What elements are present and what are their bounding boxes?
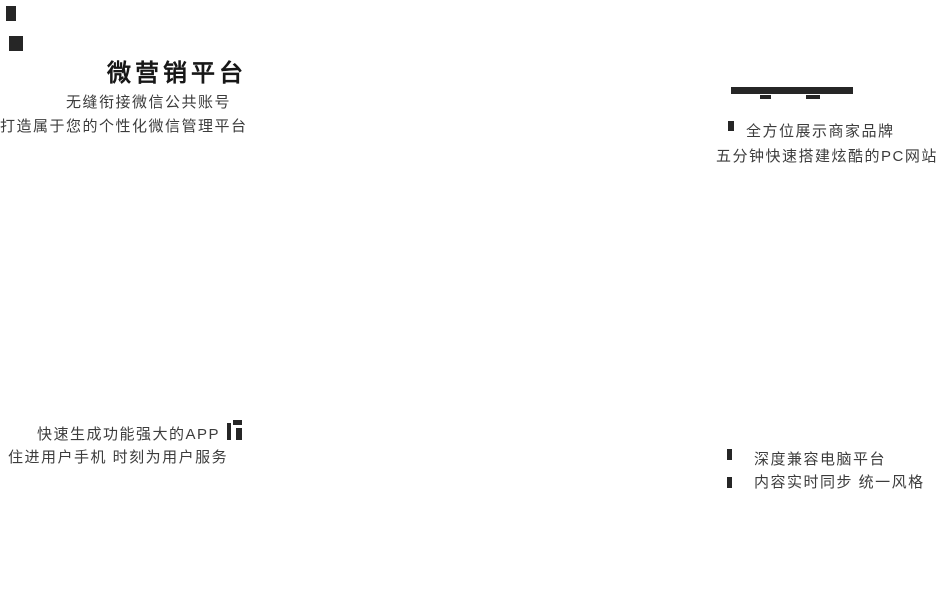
clipped-glyph-fragment (227, 423, 231, 440)
pc-title-clipped-fragment (806, 95, 820, 99)
clipped-glyph-fragment (728, 121, 734, 131)
app-feature-desc-2: 住进用户手机 时刻为用户服务 (8, 449, 229, 466)
clipped-glyph-fragment (236, 428, 242, 440)
clipped-glyph-fragment (9, 36, 23, 51)
wechat-feature-desc-1: 无缝衔接微信公共账号 (66, 94, 232, 111)
clipped-glyph-fragment (727, 449, 732, 460)
pc-website-desc-1: 全方位展示商家品牌 (746, 123, 895, 140)
desktop-feature-desc-1: 深度兼容电脑平台 (754, 451, 887, 468)
pc-title-clipped-fragment (731, 87, 853, 94)
clipped-glyph-fragment (6, 6, 16, 21)
pc-website-desc-2: 五分钟快速搭建炫酷的PC网站 (716, 148, 938, 165)
app-feature-desc-1: 快速生成功能强大的APP (37, 426, 221, 443)
pc-title-clipped-fragment (760, 95, 771, 99)
wechat-feature-desc-2: 打造属于您的个性化微信管理平台 (0, 118, 248, 135)
clipped-glyph-fragment (727, 477, 732, 488)
desktop-feature-desc-2: 内容实时同步 统一风格 (754, 474, 925, 491)
wechat-feature-title: 微营销平台 (107, 60, 247, 87)
clipped-glyph-fragment (233, 420, 242, 425)
